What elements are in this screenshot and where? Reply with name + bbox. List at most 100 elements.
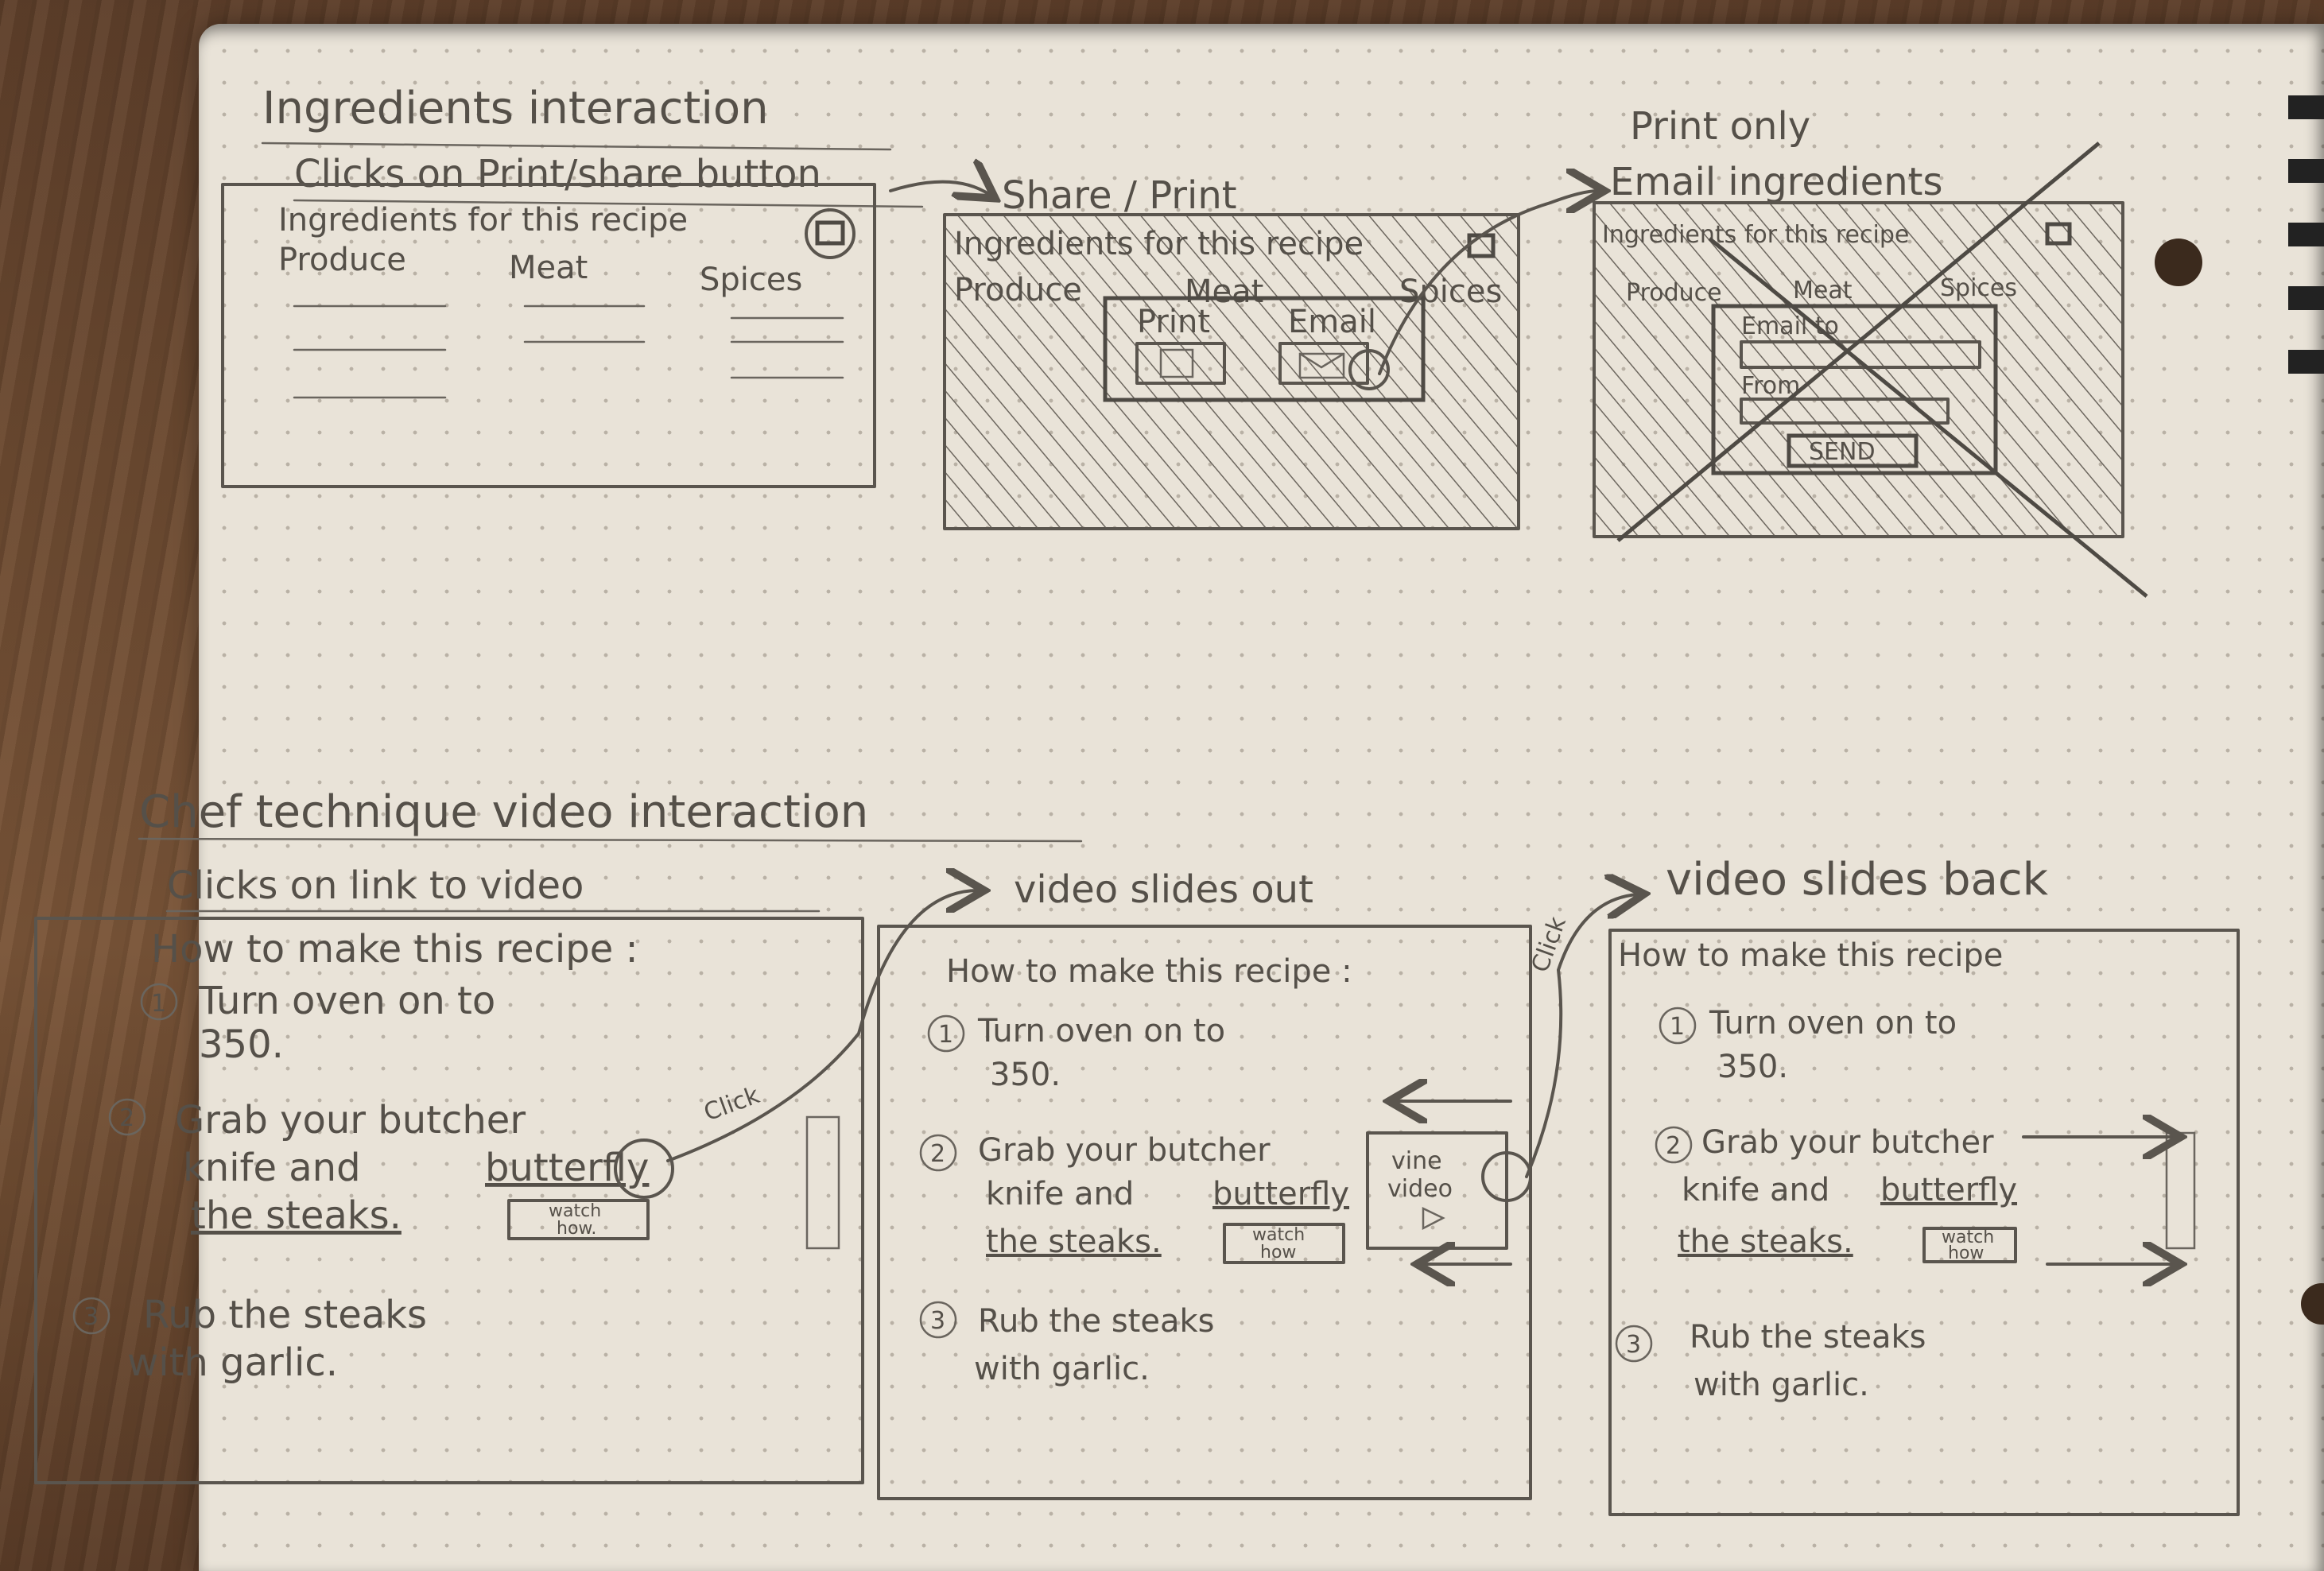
- step3-text-cont: with garlic.: [127, 1340, 338, 1385]
- f3-step3-text: Rub the steaks: [1690, 1319, 1926, 1356]
- from-label: From: [1741, 372, 1800, 400]
- flow-arrow-1: [889, 182, 990, 195]
- frame2-heading: Ingredients for this recipe: [954, 226, 1364, 262]
- frame1-box: [221, 183, 876, 488]
- click-target-circle: [805, 208, 855, 259]
- frame2-col-produce: Produce: [954, 272, 1082, 308]
- f2-step3-text-cont: with garlic.: [974, 1351, 1150, 1387]
- ingredients-section-title: Ingredients interaction: [262, 83, 769, 134]
- f3-video-tab-collapsed[interactable]: [2165, 1131, 2196, 1250]
- video-frame-3: video slides back How to make this recip…: [1608, 854, 2240, 1516]
- f2-step3-text: Rub the steaks: [978, 1303, 1214, 1340]
- video-frame-2: video slides out How to make this recipe…: [877, 867, 1532, 1500]
- crossout-line-2: [1708, 237, 2148, 598]
- email-to-label: Email to: [1741, 312, 1839, 340]
- ingredients-frame-3: Print only Email ingredients Ingredients…: [1593, 104, 2148, 598]
- frame1-col-spices: Spices: [700, 262, 802, 298]
- video-panel-label-2: video: [1387, 1175, 1453, 1203]
- video-frame3-heading: How to make this recipe: [1618, 937, 2003, 974]
- f3-butterfly-link[interactable]: butterfly: [1880, 1172, 2017, 1208]
- watch-how-label-2: how.: [557, 1219, 596, 1239]
- f2-watch-how-button[interactable]: watch how: [1223, 1223, 1345, 1264]
- f3-butterfly-link-cont[interactable]: the steaks.: [1678, 1224, 1853, 1260]
- f2-butterfly-link-cont[interactable]: the steaks.: [986, 1224, 1162, 1260]
- video-frame1-caption: Clicks on link to video: [167, 863, 584, 908]
- play-icon: [1422, 1207, 1445, 1231]
- video-frame1-box: [34, 917, 864, 1484]
- frame3-box: [1593, 201, 2124, 538]
- butterfly-link-cont[interactable]: the steaks.: [191, 1193, 402, 1238]
- flow-arrow-2: [1378, 191, 1598, 375]
- click-target-circle-2: [1348, 349, 1390, 390]
- video-frame1-heading: How to make this recipe :: [151, 927, 638, 972]
- butterfly-link[interactable]: butterfly: [485, 1146, 649, 1190]
- frame3-dim-overlay: [1594, 203, 2123, 537]
- flow-arrow-3: [666, 890, 978, 1162]
- step2-text: Grab your butcher: [175, 1098, 526, 1142]
- f3-step2-number: 2: [1666, 1132, 1681, 1160]
- f3-step1-number: 1: [1670, 1013, 1685, 1041]
- step3-number: 3: [83, 1303, 99, 1331]
- email-button[interactable]: [1278, 342, 1390, 390]
- send-button[interactable]: SEND: [1787, 433, 1919, 468]
- from-field[interactable]: [1740, 398, 1950, 425]
- share-popup: [1103, 296, 1426, 402]
- frame1-heading: Ingredients for this recipe: [278, 202, 688, 239]
- title-underline: [261, 142, 892, 151]
- click-label-2: Click: [1527, 913, 1573, 976]
- f3-step3-number: 3: [1626, 1331, 1641, 1359]
- frame1-col-meat: Meat: [509, 250, 588, 286]
- notebook-binding: [2155, 95, 2324, 1325]
- printer-icon: [1159, 348, 1194, 378]
- f3-step2-text-cont: knife and: [1682, 1172, 1829, 1208]
- video-frame3-box: [1608, 929, 2240, 1516]
- email-form-popup: [1711, 304, 1998, 475]
- frame1-caption: Clicks on Print/share button: [294, 152, 821, 196]
- video-tab-collapsed[interactable]: [805, 1115, 840, 1250]
- video-frame2-box: [877, 925, 1532, 1500]
- f2-step2-text-cont: knife and: [986, 1176, 1134, 1212]
- popup-email-label: Email: [1288, 304, 1376, 340]
- f2-butterfly-link[interactable]: butterfly: [1212, 1176, 1349, 1212]
- envelope-icon: [1298, 352, 1345, 379]
- f2-step1-text: Turn oven on to: [977, 1013, 1225, 1049]
- video-frame-1: Clicks on link to video How to make this…: [34, 863, 864, 1484]
- frame3-col-spices: Spices: [1940, 274, 2017, 302]
- step1-number: 1: [151, 990, 166, 1018]
- frame3-col-meat: Meat: [1793, 277, 1853, 305]
- video-title-underline: [138, 837, 1083, 843]
- f2-step1-number: 1: [938, 1021, 953, 1049]
- f2-step2-text: Grab your butcher: [978, 1132, 1271, 1169]
- ingredients-frame-2: Share / Print Ingredients for this recip…: [943, 173, 1520, 530]
- f3-step1-text: Turn oven on to: [1709, 1005, 1957, 1042]
- click-target-circle-3: [614, 1138, 674, 1199]
- ingredients-frame-1: Clicks on Print/share button Ingredients…: [221, 152, 924, 488]
- f3-step1-text-cont: 350.: [1717, 1049, 1788, 1085]
- frame2-box: [943, 213, 1520, 530]
- video-section-title: Chef technique video interaction: [139, 786, 868, 838]
- share-button-icon[interactable]: [815, 220, 845, 246]
- frame3-caption: Email ingredients: [1610, 160, 1942, 204]
- frame3-heading: Ingredients for this recipe: [1602, 221, 1909, 249]
- print-button[interactable]: [1135, 342, 1226, 385]
- f3-watch-how-button[interactable]: watch how: [1922, 1227, 2017, 1263]
- share-icon-3: [2045, 222, 2072, 246]
- f3-step2-text: Grab your butcher: [1701, 1124, 1994, 1161]
- frame3-note: Print only: [1630, 104, 1810, 149]
- f2-watch-how-label-2: how: [1260, 1243, 1296, 1263]
- step3-text: Rub the steaks: [143, 1293, 427, 1337]
- video-frame2-heading: How to make this recipe :: [946, 953, 1352, 990]
- f3-step3-text-cont: with garlic.: [1694, 1367, 1869, 1403]
- video-frame2-caption: video slides out: [1014, 867, 1313, 912]
- f2-watch-how-label: watch: [1252, 1225, 1305, 1245]
- f3-watch-how-label-2: how: [1948, 1243, 1984, 1263]
- watch-how-label: watch: [549, 1201, 601, 1221]
- f3-watch-how-label: watch: [1942, 1228, 1994, 1247]
- video-panel-label: vine: [1391, 1147, 1442, 1175]
- step1-text: Turn oven on to: [198, 979, 495, 1023]
- frame2-col-meat: Meat: [1185, 273, 1263, 310]
- watch-how-button[interactable]: watch how.: [507, 1199, 650, 1240]
- click-target-circle-4: [1481, 1151, 1532, 1202]
- step2-number: 2: [119, 1104, 134, 1132]
